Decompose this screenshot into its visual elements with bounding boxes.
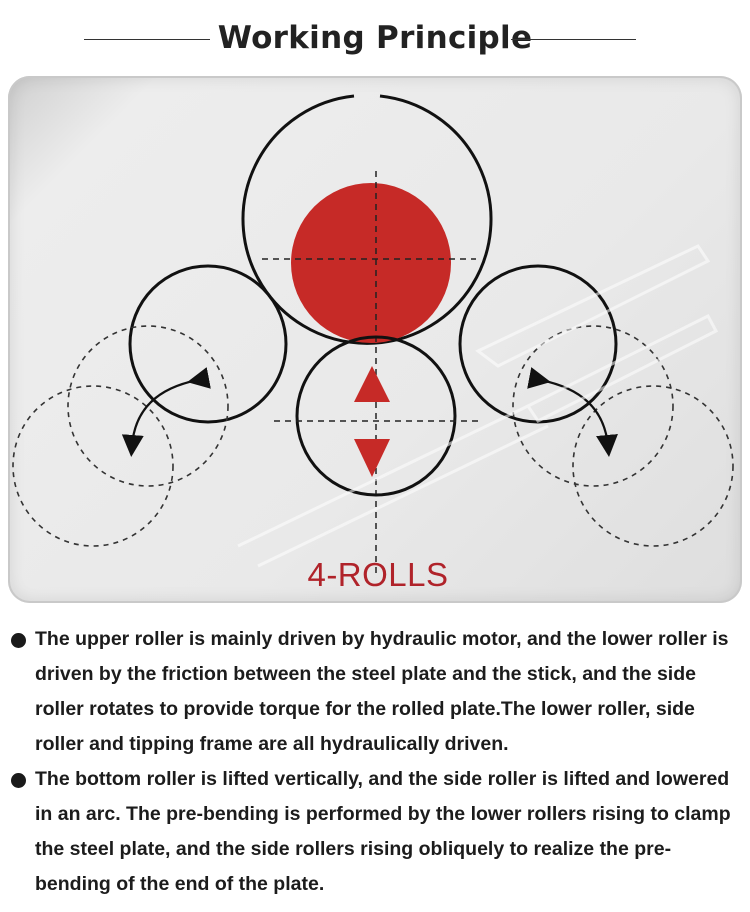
right-side-roller-dashed-lower (572, 385, 734, 547)
left-side-roller-dashed (67, 325, 229, 487)
down-arrow-icon (354, 439, 390, 477)
title-divider-right (511, 39, 636, 40)
bullet-icon (11, 773, 26, 788)
list-item-text: The bottom roller is lifted vertically, … (35, 768, 731, 895)
list-item: The bottom roller is lifted vertically, … (8, 762, 738, 902)
list-item-text: The upper roller is mainly driven by hyd… (35, 628, 729, 755)
section-header: Working Principle (0, 14, 750, 64)
list-item: The upper roller is mainly driven by hyd… (8, 622, 738, 762)
rollers-illustration (12, 94, 734, 576)
page-title: Working Principle (217, 20, 533, 56)
title-divider-left (84, 39, 210, 40)
bullet-icon (11, 633, 26, 648)
description-list: The upper roller is mainly driven by hyd… (8, 622, 738, 902)
up-arrow-icon (354, 366, 390, 402)
plate-circle (241, 94, 493, 345)
right-arc-arrow-icon (527, 367, 618, 457)
left-side-roller-dashed-lower (12, 385, 174, 547)
right-side-roller (458, 264, 618, 424)
lower-roller (295, 335, 457, 497)
diagram-label: 4-ROLLS (307, 556, 449, 593)
right-side-roller-dashed (512, 325, 674, 487)
four-roll-diagram: 4-ROLLS (8, 76, 742, 603)
left-arc-arrow-icon (121, 367, 211, 457)
watermark (237, 244, 719, 568)
upper-roller (291, 183, 451, 343)
